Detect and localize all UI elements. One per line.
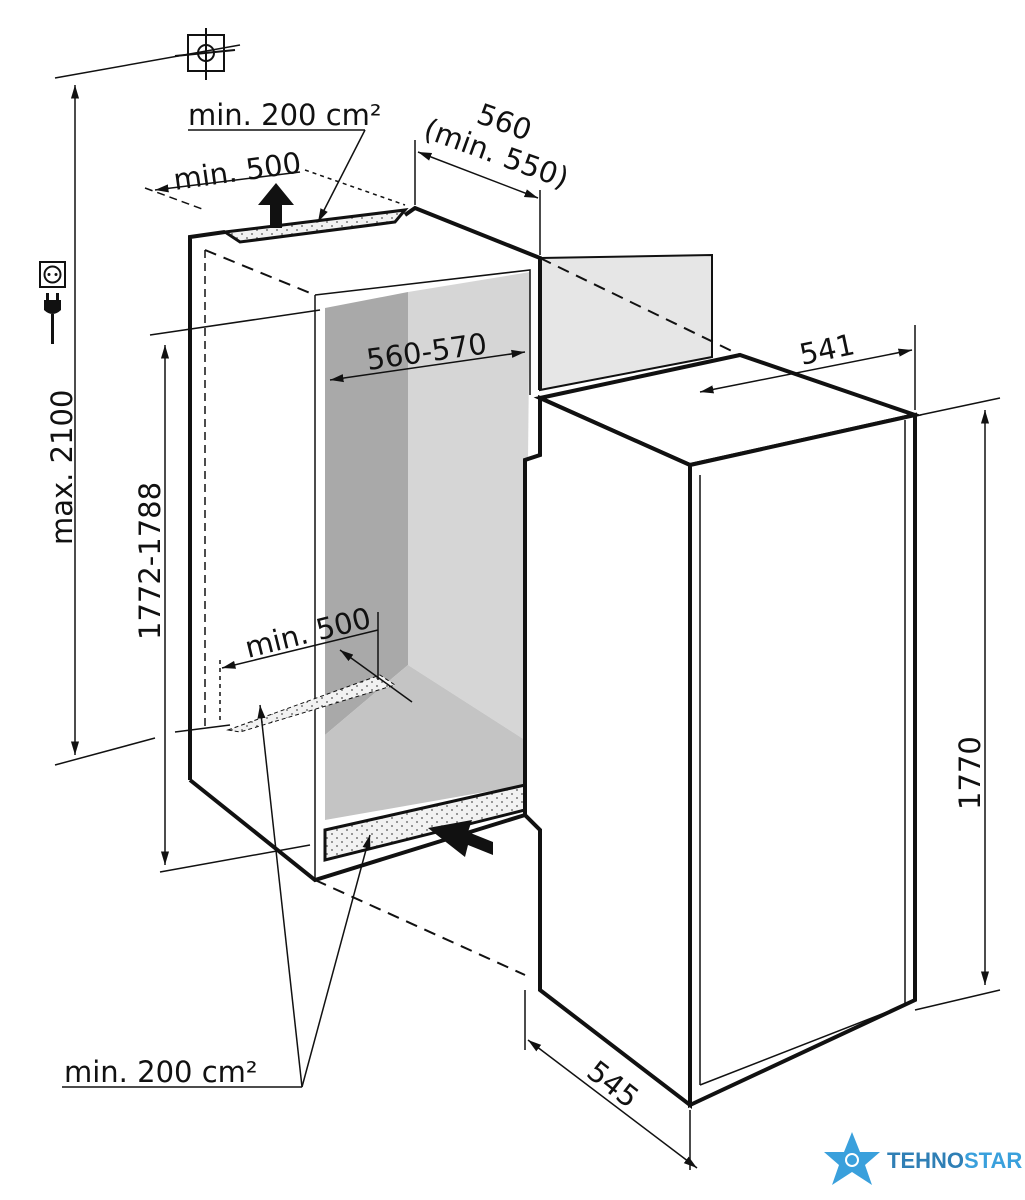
label-max-height: max. 2100 bbox=[45, 390, 79, 545]
niche-interior bbox=[325, 253, 713, 820]
air-in-arrow-icon bbox=[428, 820, 493, 857]
air-out-arrow-icon bbox=[258, 183, 294, 228]
label-vent-top-area: min. 200 cm² bbox=[188, 98, 382, 132]
tehnostar-logo: TEHNOSTAR bbox=[824, 1132, 1022, 1185]
top-vent bbox=[220, 208, 409, 244]
appliance bbox=[523, 352, 923, 1110]
label-vent-top-clearance: min. 500 bbox=[171, 145, 303, 197]
airflow-arrows bbox=[258, 183, 493, 857]
svg-text:TEHNOSTAR: TEHNOSTAR bbox=[887, 1148, 1022, 1173]
label-vent-bottom-area: min. 200 cm² bbox=[64, 1055, 258, 1089]
power-socket-icon bbox=[39, 261, 66, 288]
water-connection-icon bbox=[174, 28, 236, 80]
label-niche-height: 1772-1788 bbox=[133, 482, 167, 640]
star-power-icon bbox=[824, 1132, 880, 1185]
dimension-lines bbox=[54, 44, 1001, 1170]
power-plug-icon bbox=[44, 293, 61, 344]
label-appliance-width: 541 bbox=[796, 327, 857, 372]
label-appliance-height: 1770 bbox=[953, 736, 987, 810]
